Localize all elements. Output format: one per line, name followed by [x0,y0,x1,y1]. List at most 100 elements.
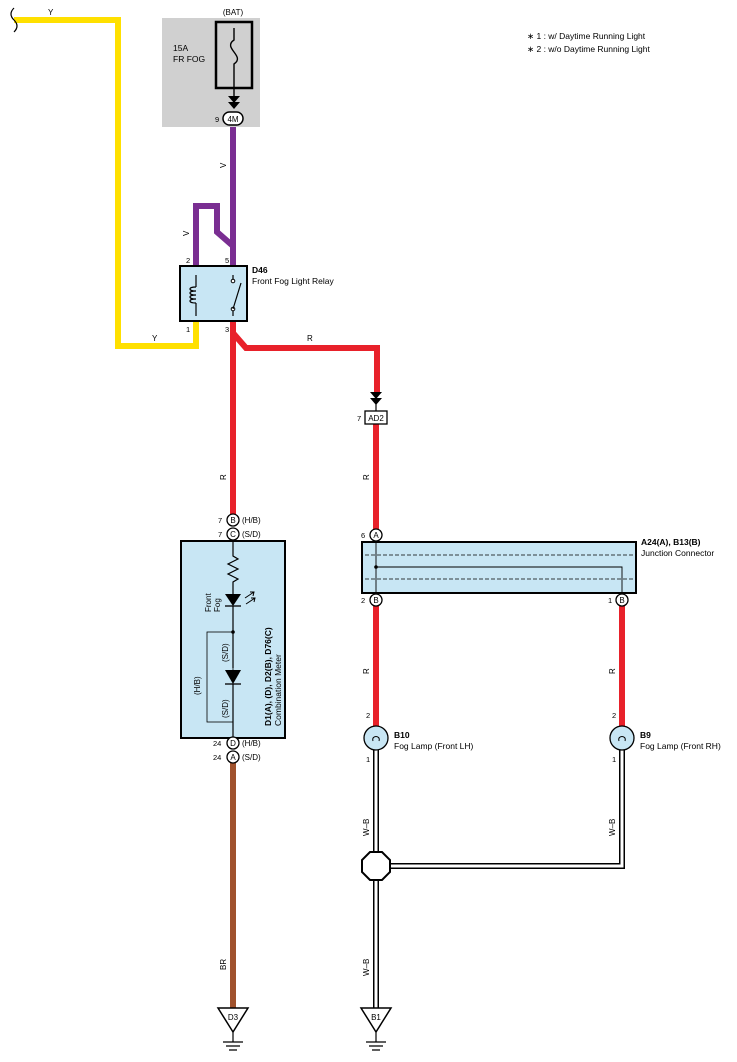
meter-pin-d-num: 24 [213,739,221,748]
lamp-rh-name: Fog Lamp (Front RH) [640,741,721,751]
lamp-rh-bulb-icon [609,725,635,751]
fuse-icon [229,28,239,88]
wire-yellow [14,17,199,349]
relay-name: Front Fog Light Relay [252,276,334,286]
relay-box [179,265,248,322]
combination-meter: B 7 (H/B) C 7 (S/D) Front Fog (H/B) (S/D… [180,513,286,764]
relay-contact-top [230,278,236,284]
lamp-lh-filament [372,736,380,742]
junction-splice [374,565,378,569]
fuse-source-label: (BAT) [223,8,244,17]
sd-label-2: (S/D) [221,699,230,718]
relay-d46: 2 5 1 3 D46 Front Fog Light Relay [179,256,334,334]
wire-label-r-4: R [362,668,371,674]
lamp-lh-code: B10 [394,730,410,740]
relay-pin-2: 2 [186,256,190,265]
junction-pin-6a-num: 6 [361,531,365,540]
relay-switch-icon [232,282,242,310]
meter-pin-b [226,513,240,527]
junction-connector: A 6 B 2 B 1 A24(A), B13(B) Junction Conn… [361,528,714,607]
diode-icon [225,670,241,684]
ad2-label: AD2 [368,414,384,423]
meter-code: D1(A), (D), D2(B), D76(C) [263,627,273,726]
wire-label-br: BR [219,959,228,970]
resistor-icon [226,541,240,594]
meter-pin-b-num: 7 [218,516,222,525]
notes: ∗ 1 : w/ Daytime Running Light ∗ 2 : w/o… [527,30,650,56]
led-light-icon [244,591,256,605]
wire-label-r-3: R [362,474,371,480]
lamp-rh-filament [618,736,626,742]
meter-pin-a-variant: (S/D) [242,753,261,762]
wire-label-wb-2: W–B [608,819,617,836]
wire-label-r-5: R [608,668,617,674]
ground-d3-icon [223,1032,243,1051]
junction-dashed-lines [365,554,633,580]
fuse-arrow-icon [228,96,240,109]
relay-coil-icon [189,286,197,304]
fuse-block-background [162,18,260,127]
junction-code: A24(A), B13(B) [641,537,701,547]
ground-b1-triangle [359,1007,393,1034]
lamp-lh-name: Fog Lamp (Front LH) [394,741,474,751]
wire-white-black [373,750,625,1008]
junction-pin-2b-num: 2 [361,596,365,605]
fuse-pin-label: 9 [215,115,219,124]
wire-label-y-bottom: Y [152,334,158,343]
lamp-rh-pin-in: 2 [612,711,616,720]
note-2: ∗ 2 : w/o Daytime Running Light [527,44,650,54]
lamp-rh-code: B9 [640,730,651,740]
junction-box [361,541,637,594]
relay-pin-5: 5 [225,256,229,265]
wire-label-r-2: R [219,474,228,480]
wire-violet [193,125,236,275]
ad2-box [364,410,388,425]
wire-label-v-1: V [219,162,228,168]
fog-lamp-rh: 2 1 B9 Fog Lamp (Front RH) [609,711,721,764]
ground-b1: B1 [359,1007,393,1051]
junction-name: Junction Connector [641,548,714,558]
connector-4m [222,111,244,126]
lamp-rh-pin-out: 1 [612,755,616,764]
ad2-arrow-icon [370,392,382,405]
fog-lamp-lh: 2 1 B10 Fog Lamp (Front LH) [363,711,474,764]
relay-code: D46 [252,265,268,275]
ground-d3-triangle [216,1007,250,1034]
meter-pin-a [226,750,240,764]
indicator-label-1: Front [204,593,213,612]
led-icon [225,594,241,606]
meter-name: Combination Meter [273,654,283,726]
meter-pin-c-conn: C [230,530,236,539]
junction-pin-2b [369,593,383,607]
sd-label-1: (S/D) [221,643,230,662]
meter-pin-a-conn: A [230,753,236,762]
meter-pin-a-num: 24 [213,753,221,762]
ad2-pin: 7 [357,414,361,423]
meter-pin-c-variant: (S/D) [242,530,261,539]
lamp-lh-pin-out: 1 [366,755,370,764]
lamp-lh-pin-in: 2 [366,711,370,720]
meter-pin-d-conn: D [230,739,236,748]
ground-d3: D3 [216,1007,250,1051]
ground-d3-label: D3 [228,1013,239,1022]
junction-pin-6a-conn: A [373,531,379,540]
junction-pin-1b-conn: B [619,596,624,605]
junction-pin-1b-num: 1 [608,596,612,605]
wire-label-y-top: Y [48,8,54,17]
connector-4m-label: 4M [227,115,238,124]
wire-red [230,320,625,727]
ground-b1-icon [366,1032,386,1051]
connector-ad2: AD2 7 [357,392,388,425]
splice-point-icon [361,851,391,881]
indicator-label-2: Fog [213,598,222,612]
meter-pin-d-variant: (H/B) [242,739,261,748]
meter-pin-b-conn: B [230,516,235,525]
fuse-block: (BAT) 15A FR FOG 4M 9 [162,8,260,127]
relay-pin-1: 1 [186,325,190,334]
note-1: ∗ 1 : w/ Daytime Running Light [527,31,646,41]
fuse-amp-label: 15A [173,43,188,53]
meter-pin-b-variant: (H/B) [242,516,261,525]
lamp-lh-bulb-icon [363,725,389,751]
meter-pin-d [226,736,240,750]
